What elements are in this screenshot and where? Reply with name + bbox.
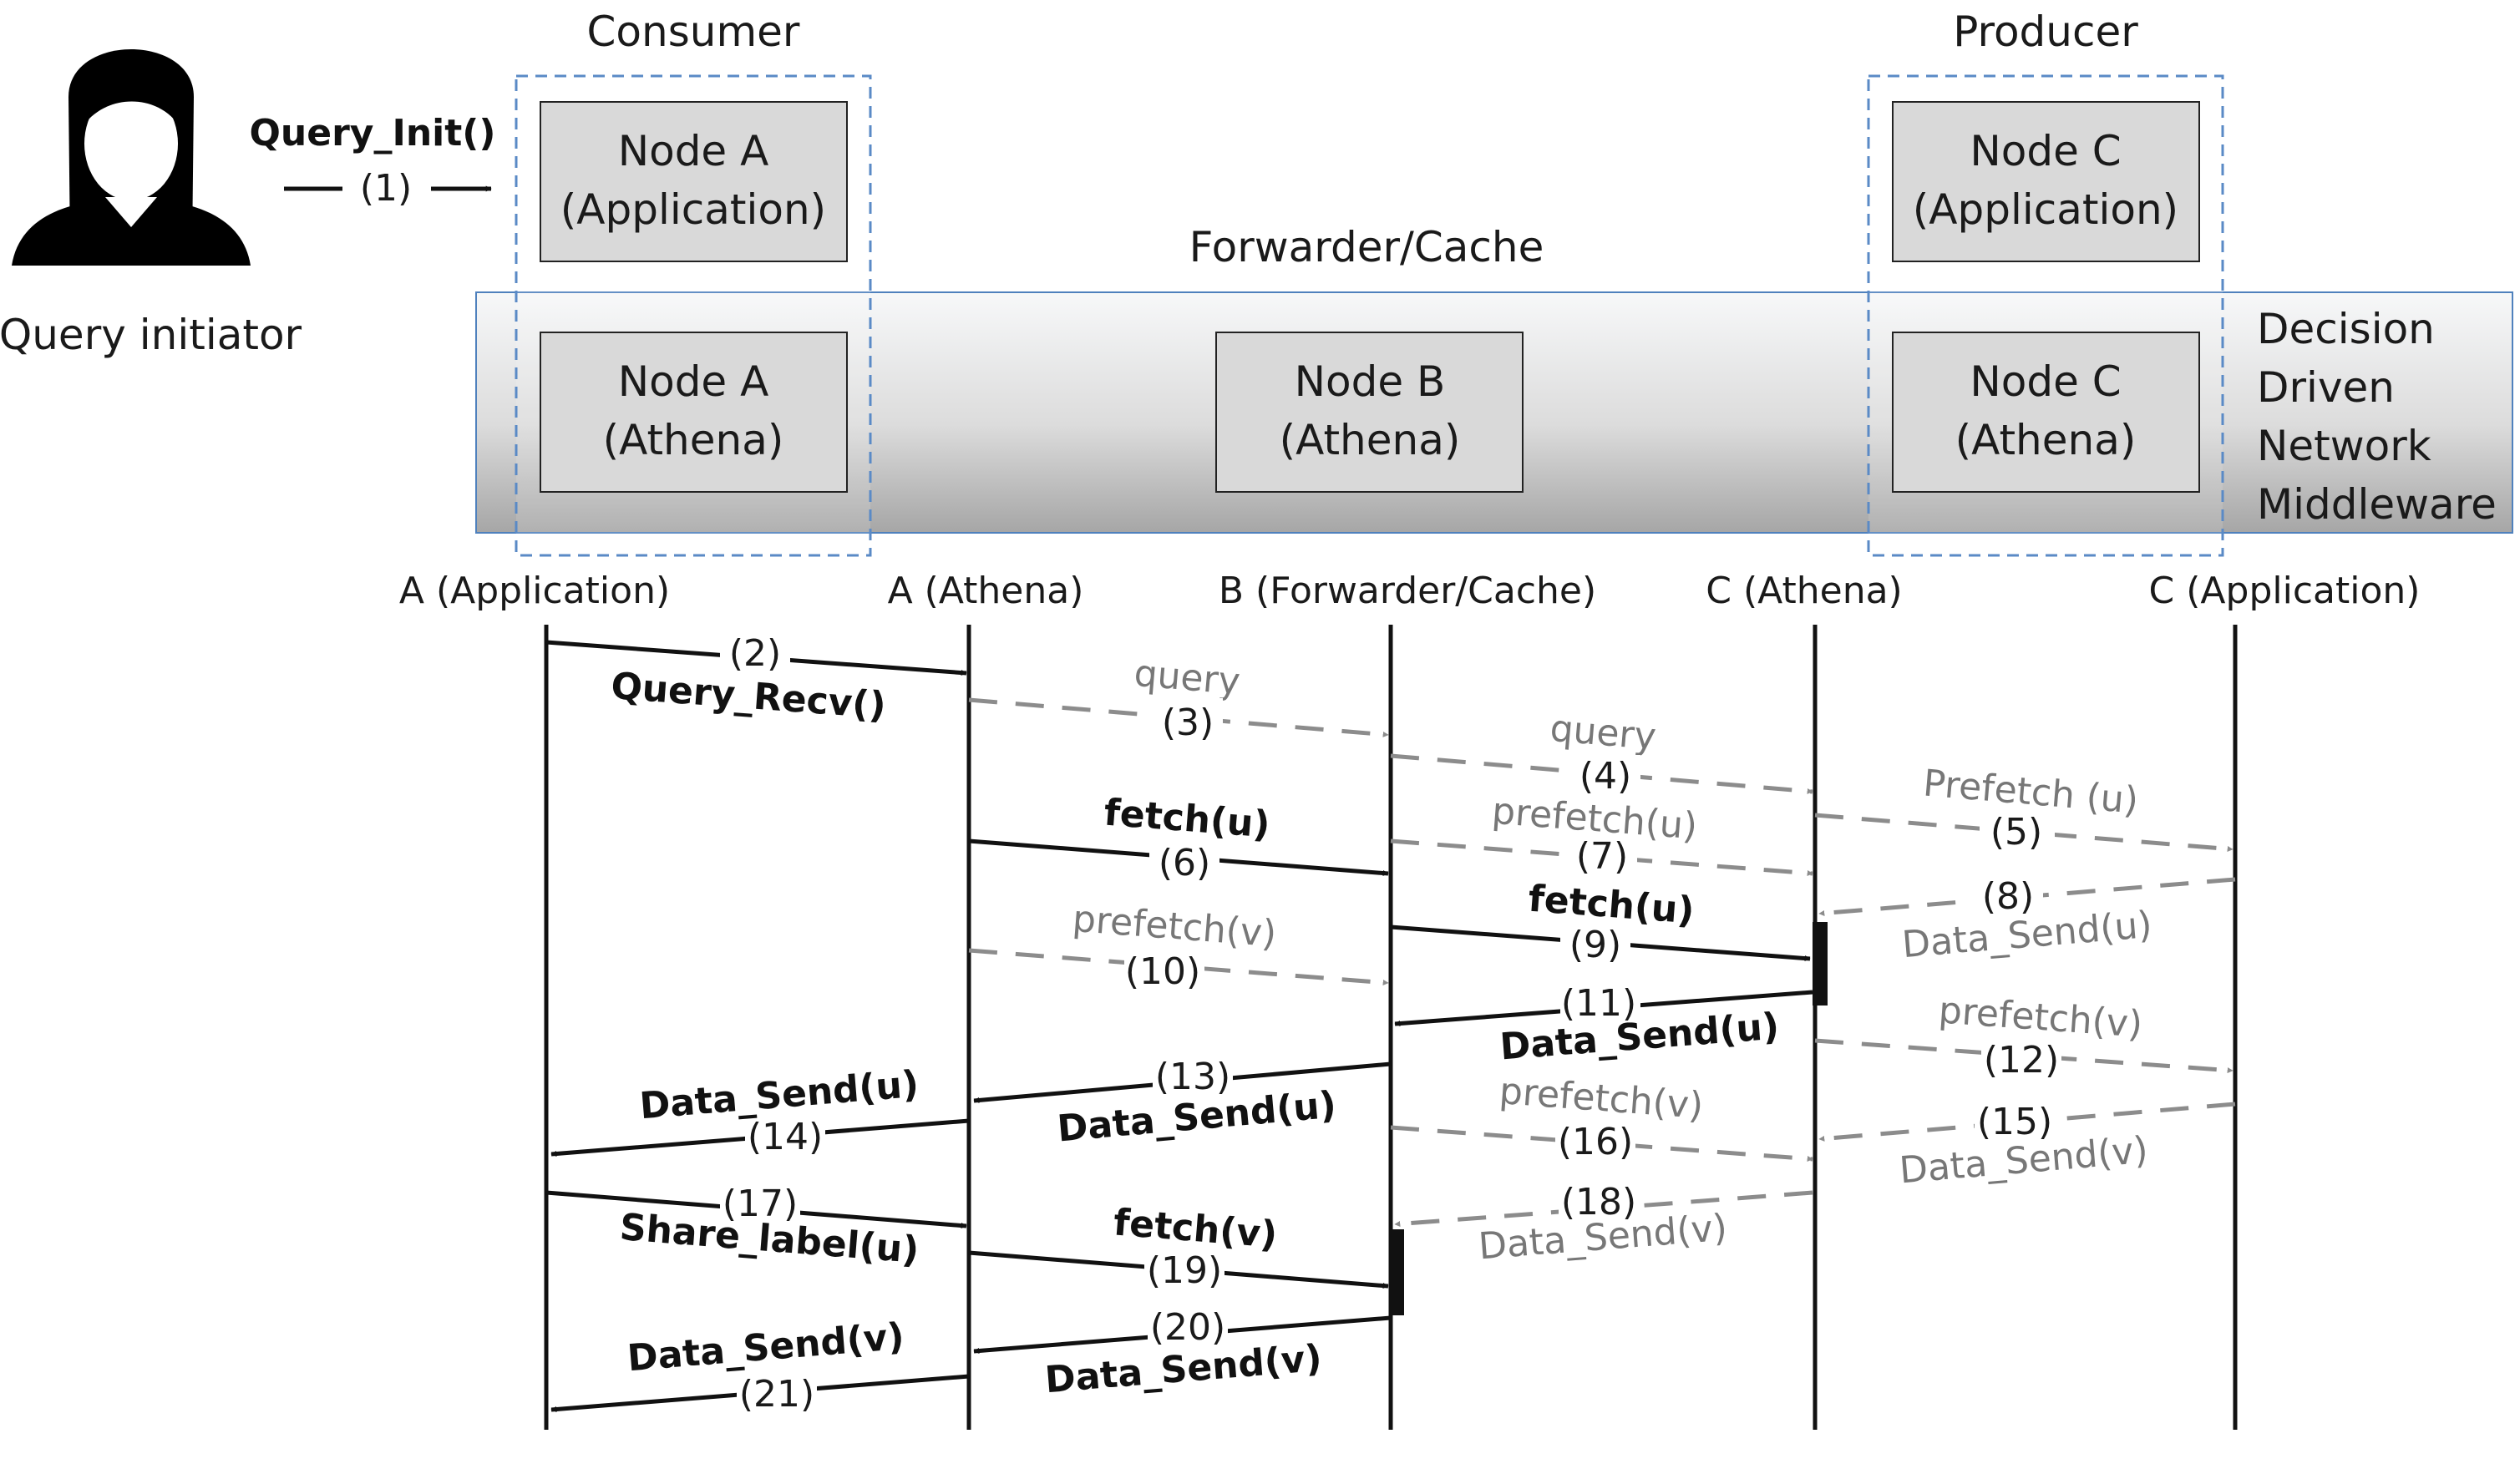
message-17: (17) Share_label(u) — [545, 1183, 967, 1272]
message-8-label: Data_Send(u) — [1900, 904, 2153, 966]
middleware-line-2: Driven — [2257, 363, 2395, 412]
lifeline-header-c-athena: C (Athena) — [1706, 570, 1902, 612]
message-16-step: (16) — [1558, 1121, 1633, 1163]
consumer-label: Consumer — [587, 8, 800, 56]
message-3-step: (3) — [1162, 702, 1214, 744]
lifeline-header-c-application: C (Application) — [2149, 570, 2421, 612]
forwarder-cache-label: Forwarder/Cache — [1189, 223, 1544, 271]
node-c-application-box: Node C (Application) — [1892, 101, 2200, 262]
message-13: (13) Data_Send(u) — [973, 1056, 1392, 1151]
message-5: Prefetch (u) (5) — [1814, 762, 2234, 854]
message-20: (20) Data_Send(v) — [973, 1306, 1392, 1401]
message-3-label: query — [1133, 652, 1242, 703]
message-4-step: (4) — [1579, 755, 1631, 798]
middleware-line-3: Network — [2257, 422, 2431, 470]
message-13-step: (13) — [1155, 1056, 1230, 1098]
message-15-label: Data_Send(v) — [1898, 1129, 2149, 1193]
lifeline-header-b-forwarder-cache: B (Forwarder/Cache) — [1219, 570, 1596, 612]
message-19: fetch(v) (19) — [968, 1201, 1389, 1292]
message-3: query (3) — [968, 652, 1389, 744]
message-15: (15) Data_Send(v) — [1818, 1101, 2236, 1193]
message-16: prefetch(v) (16) — [1390, 1070, 1813, 1163]
node-a-athena-line1: Node A — [618, 357, 769, 406]
message-16-label: prefetch(v) — [1498, 1070, 1705, 1127]
message-6: fetch(u) (6) — [968, 791, 1389, 884]
message-4-label: query — [1549, 707, 1658, 758]
message-21: Data_Send(v) (21) — [550, 1315, 970, 1416]
message-15-step: (15) — [1977, 1101, 2052, 1143]
message-11: (11) Data_Send(u) — [1394, 982, 1813, 1069]
user-icon — [12, 49, 251, 266]
message-12: prefetch(v) (12) — [1814, 989, 2234, 1081]
message-10-step: (10) — [1125, 950, 1200, 993]
message-19-label: fetch(v) — [1112, 1201, 1279, 1256]
query-init-step: (1) — [360, 167, 412, 210]
node-a-application-box: Node A (Application) — [540, 101, 848, 262]
producer-label: Producer — [1953, 8, 2138, 56]
message-7-step: (7) — [1576, 835, 1628, 878]
message-2-step: (2) — [729, 632, 781, 675]
message-12-label: prefetch(v) — [1937, 989, 2143, 1046]
node-b-athena-box: Node B (Athena) — [1215, 332, 1524, 493]
message-10: prefetch(v) (10) — [968, 898, 1389, 993]
node-c-athena-line1: Node C — [1970, 357, 2121, 406]
message-9: fetch(u) (9) — [1390, 878, 1811, 966]
message-8: (8) Data_Send(u) — [1818, 875, 2236, 966]
message-11-step: (11) — [1561, 982, 1636, 1025]
message-18: (18) Data_Send(v) — [1394, 1181, 1813, 1268]
message-21-step: (21) — [739, 1373, 814, 1416]
activation-b-forwarder — [1389, 1229, 1404, 1315]
query-init-call: Query_Init() — [250, 112, 496, 154]
node-b-athena-line1: Node B — [1295, 357, 1446, 406]
node-c-athena-line2: (Athena) — [1955, 416, 2137, 464]
middleware-line-4: Middleware — [2257, 480, 2497, 529]
message-21-label: Data_Send(v) — [626, 1315, 905, 1380]
message-6-step: (6) — [1159, 842, 1210, 884]
message-20-step: (20) — [1150, 1306, 1225, 1349]
node-b-athena-line2: (Athena) — [1280, 416, 1461, 464]
message-14: Data_Send(u) (14) — [550, 1063, 970, 1158]
node-a-app-line2: (Application) — [560, 185, 826, 234]
message-2: (2) Query_Recv() — [545, 632, 967, 727]
message-14-step: (14) — [748, 1116, 823, 1158]
message-10-label: prefetch(v) — [1071, 898, 1278, 956]
message-4: query (4) — [1390, 707, 1813, 798]
message-9-step: (9) — [1569, 924, 1621, 966]
message-5-step: (5) — [1990, 811, 2042, 854]
lifeline-header-a-athena: A (Athena) — [888, 570, 1084, 612]
node-c-app-line2: (Application) — [1913, 185, 2178, 234]
message-12-step: (12) — [1984, 1039, 2059, 1081]
message-19-step: (19) — [1147, 1249, 1222, 1292]
message-7: prefetch(u) (7) — [1390, 790, 1813, 878]
node-a-athena-line2: (Athena) — [603, 416, 784, 464]
message-17-step: (17) — [723, 1183, 798, 1225]
message-6-label: fetch(u) — [1103, 791, 1271, 846]
node-c-app-line1: Node C — [1970, 127, 2121, 175]
lifeline-header-a-application: A (Application) — [399, 570, 670, 612]
node-a-athena-box: Node A (Athena) — [540, 332, 848, 493]
message-18-step: (18) — [1561, 1181, 1636, 1223]
activation-c-athena — [1813, 922, 1828, 1006]
message-2-label: Query_Recv() — [610, 665, 888, 727]
query-initiator-label: Query initiator — [0, 311, 302, 359]
middleware-line-1: Decision — [2257, 305, 2435, 353]
node-a-app-line1: Node A — [618, 127, 769, 175]
node-c-athena-box: Node C (Athena) — [1892, 332, 2200, 493]
message-8-step: (8) — [1982, 875, 2034, 918]
